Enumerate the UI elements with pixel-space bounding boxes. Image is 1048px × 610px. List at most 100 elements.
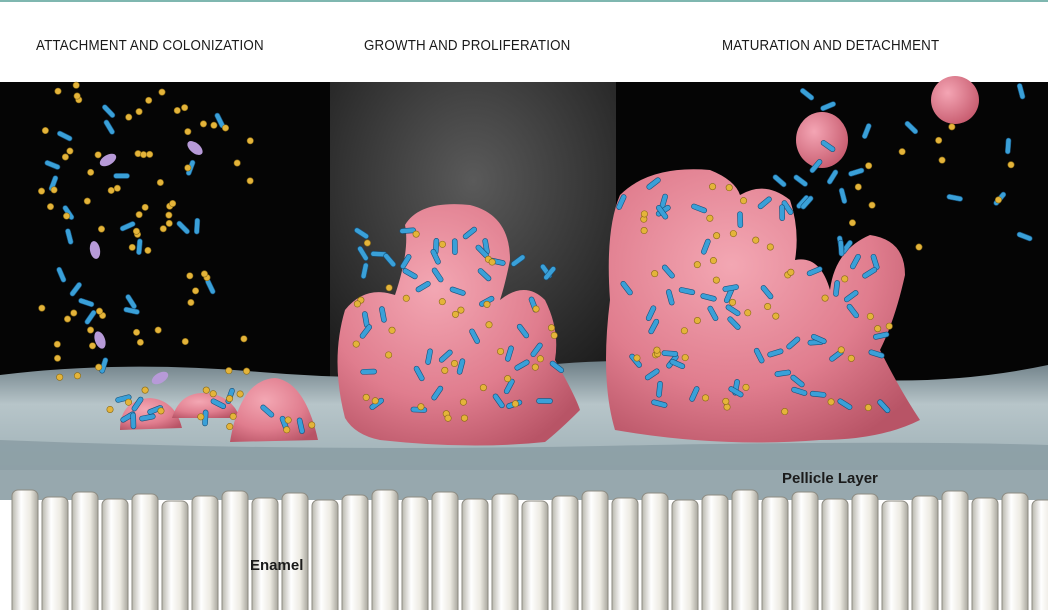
coccus <box>137 339 143 345</box>
coccus <box>166 212 172 218</box>
coccus <box>773 313 779 319</box>
coccus <box>200 121 206 127</box>
enamel-rod <box>342 495 368 610</box>
coccus <box>899 148 905 154</box>
coccus <box>142 204 148 210</box>
coccus <box>125 399 131 405</box>
coccus <box>386 285 392 291</box>
enamel-rod <box>972 498 998 610</box>
rod-bacterium <box>114 173 130 178</box>
coccus <box>389 327 395 333</box>
coccus <box>385 352 391 358</box>
coccus <box>145 97 151 103</box>
enamel-rod <box>1032 500 1048 610</box>
coccus <box>788 269 794 275</box>
enamel-rod <box>222 491 248 610</box>
coccus <box>874 325 880 331</box>
enamel-rod <box>792 492 818 610</box>
coccus <box>87 327 93 333</box>
rod-bacterium <box>361 369 377 374</box>
coccus <box>842 276 848 282</box>
coccus <box>71 310 77 316</box>
coccus <box>95 364 101 370</box>
coccus <box>210 391 216 397</box>
coccus <box>188 299 194 305</box>
enamel-rod <box>402 497 428 610</box>
coccus <box>867 313 873 319</box>
coccus <box>848 355 854 361</box>
coccus <box>740 197 746 203</box>
coccus <box>995 197 1001 203</box>
coccus <box>54 355 60 361</box>
coccus <box>354 301 360 307</box>
coccus <box>201 271 207 277</box>
coccus <box>74 373 80 379</box>
coccus <box>108 187 114 193</box>
coccus <box>403 295 409 301</box>
coccus <box>107 406 113 412</box>
coccus <box>62 154 68 160</box>
coccus <box>47 203 53 209</box>
coccus <box>187 273 193 279</box>
coccus <box>234 160 240 166</box>
coccus <box>753 237 759 243</box>
coccus <box>226 395 232 401</box>
coccus <box>55 88 61 94</box>
coccus <box>869 202 875 208</box>
coccus <box>169 200 175 206</box>
coccus <box>702 395 708 401</box>
coccus <box>651 270 657 276</box>
coccus <box>96 308 102 314</box>
coccus <box>439 241 445 247</box>
coccus <box>939 157 945 163</box>
coccus <box>497 348 503 354</box>
coccus <box>726 184 732 190</box>
coccus <box>203 387 209 393</box>
enamel-rod <box>852 494 878 610</box>
coccus <box>353 341 359 347</box>
coccus <box>309 422 315 428</box>
coccus <box>284 427 290 433</box>
coccus <box>504 375 510 381</box>
rod-bacterium <box>838 240 844 256</box>
coccus <box>129 244 135 250</box>
coccus <box>222 125 228 131</box>
rod-bacterium <box>194 218 200 234</box>
coccus <box>182 338 188 344</box>
coccus <box>654 347 660 353</box>
coccus <box>713 232 719 238</box>
enamel-rod <box>612 498 638 610</box>
coccus <box>192 288 198 294</box>
rod-bacterium <box>452 239 457 255</box>
enamel-rod <box>582 491 608 610</box>
coccus <box>822 295 828 301</box>
coccus <box>145 247 151 253</box>
coccus <box>729 299 735 305</box>
coccus <box>418 404 424 410</box>
coccus <box>160 226 166 232</box>
coccus <box>89 343 95 349</box>
enamel-label: Enamel <box>250 557 303 574</box>
enamel-rod <box>252 498 278 610</box>
coccus <box>133 228 139 234</box>
enamel-rod <box>192 496 218 610</box>
enamel-rod <box>822 499 848 610</box>
coccus <box>682 354 688 360</box>
coccus <box>140 151 146 157</box>
coccus <box>709 183 715 189</box>
coccus <box>136 211 142 217</box>
coccus <box>142 387 148 393</box>
enamel-rod <box>642 493 668 610</box>
coccus <box>185 128 191 134</box>
coccus <box>537 356 543 362</box>
coccus <box>865 163 871 169</box>
coccus <box>743 384 749 390</box>
coccus <box>838 347 844 353</box>
coccus <box>364 240 370 246</box>
coccus <box>198 414 204 420</box>
enamel-rod <box>12 490 38 610</box>
coccus <box>67 148 73 154</box>
coccus <box>694 261 700 267</box>
